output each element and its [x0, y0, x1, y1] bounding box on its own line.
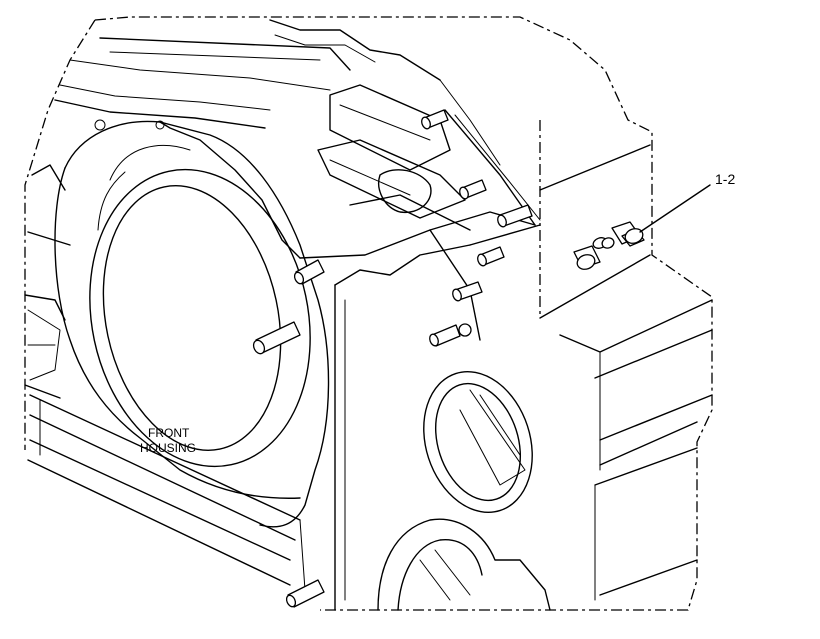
dowel-pins	[252, 259, 325, 608]
right-block	[539, 144, 713, 601]
access-opening	[423, 370, 533, 514]
flywheel-bore	[54, 119, 330, 528]
lower-rails	[27, 394, 306, 601]
lower-opening	[377, 518, 551, 611]
bolt-lower	[573, 245, 601, 270]
bolts	[573, 221, 645, 270]
leader-line	[639, 184, 711, 233]
front-housing-label: FRONT HOUSING	[140, 426, 196, 455]
callout-label: 1-2	[715, 171, 735, 187]
front-housing-label-line2: HOUSING	[140, 441, 196, 455]
front-housing-label-line1: FRONT	[148, 426, 190, 440]
upper-pads	[269, 19, 541, 231]
bolt-upper	[611, 221, 645, 247]
callout-1-2: 1-2	[639, 171, 735, 233]
left-frame	[24, 37, 351, 399]
bolt-mid	[592, 237, 615, 249]
phantom-outline	[24, 16, 713, 611]
flange-studs	[421, 109, 533, 347]
